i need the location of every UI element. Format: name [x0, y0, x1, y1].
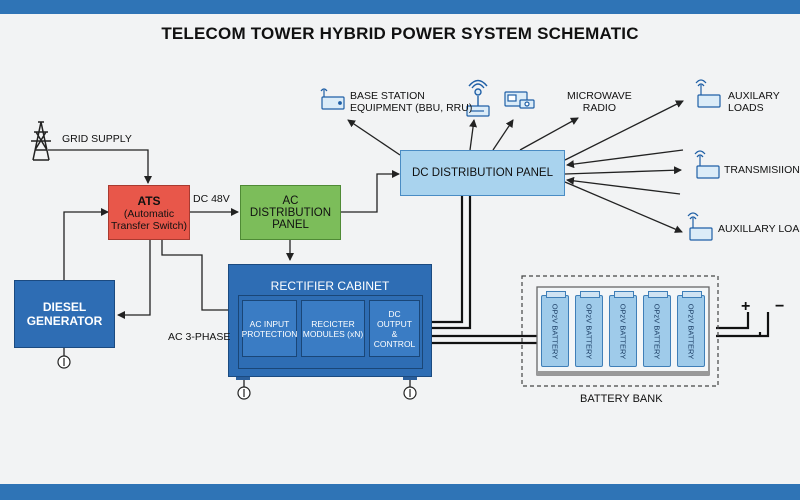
battery-cell-label: OPzV BATTERY — [550, 303, 560, 359]
battery-bank-label: BATTERY BANK — [580, 393, 663, 405]
diesel-generator: DIESEL GENERATOR — [14, 280, 115, 348]
negative-terminal-label: − — [775, 298, 785, 315]
network-equipment-icon — [320, 79, 721, 241]
wire-diesel-to-ats — [63, 208, 109, 280]
battery-terminal-negative — [716, 312, 770, 338]
wire-dc-to-aux2 — [564, 181, 683, 233]
positive-terminal-label: + — [741, 298, 751, 315]
wire-grid-to-ats — [48, 149, 152, 184]
wire-dc-arrow-2 — [566, 176, 681, 195]
module-dc-output-label: DC OUTPUT & CONTROL — [373, 308, 416, 349]
battery-cell: OPzV BATTERY — [575, 295, 603, 367]
battery-bank-frame — [521, 275, 719, 387]
ac-distribution-panel: AC DISTRIBUTION PANEL — [240, 185, 341, 240]
wire-dc-to-base-station — [347, 119, 401, 156]
base-station-label: BASE STATION EQUIPMENT (BBU, RRU) — [350, 90, 473, 115]
module-rectifier-modules: RECICTER MODULES (xN) — [301, 300, 365, 357]
ats-block: ATS (Automatic Transfer Switch) — [108, 185, 190, 240]
microwave-label: MICROWAVE RADIO — [567, 90, 632, 115]
rectifier-label: RECTIFIER CABINET — [270, 279, 390, 293]
battery-cell-cap — [580, 291, 600, 298]
wire-dc-to-transmission — [564, 166, 682, 175]
wire-ac-panel-to-dc-panel — [341, 170, 400, 213]
dc-bus-vertical-1 — [432, 196, 464, 324]
wire-dc-to-router — [492, 119, 514, 151]
rectifier-cabinet: RECTIFIER CABINET AC INPUT PROTECTION RE… — [228, 264, 432, 377]
rectifier-inner-panel — [238, 295, 423, 369]
diesel-label: DIESEL GENERATOR — [26, 300, 103, 328]
battery-cell: OPzV BATTERY — [541, 295, 569, 367]
battery-terminal-positive — [716, 312, 750, 330]
dc-48v-label: DC 48V — [193, 193, 230, 205]
wire-ats-to-diesel — [117, 240, 151, 319]
module-ac-input-protection: AC INPUT PROTECTION — [242, 300, 297, 357]
wire-dc-to-antenna — [469, 119, 478, 151]
wire-dc-to-microwave — [519, 117, 579, 151]
dc-bus-vertical-2 — [432, 196, 472, 330]
battery-cell-label: OPzV BATTERY — [652, 303, 662, 359]
transmission-tower-icon — [31, 121, 51, 161]
diagram-canvas — [0, 14, 800, 484]
diagram-title: TELECOM TOWER HYBRID POWER SYSTEM SCHEMA… — [161, 24, 639, 43]
battery-cell-cap — [614, 291, 634, 298]
wire-dc-to-aux1 — [564, 100, 684, 161]
ats-subtitle: (Automatic Transfer Switch) — [110, 207, 188, 232]
dc-panel-label: DC DISTRIBUTION PANEL — [412, 167, 553, 179]
aux-loads-2-label: AUXILLARY LOADS — [718, 223, 800, 235]
ac-panel-label: AC DISTRIBUTION PANEL — [249, 194, 332, 231]
battery-cell-label: OPzV BATTERY — [618, 303, 628, 359]
grid-supply-label: GRID SUPPLY — [62, 133, 132, 145]
battery-cells: OPzV BATTERY OPzV BATTERY OPzV BATTERY O… — [541, 291, 705, 371]
wire-dc-arrow-1 — [566, 149, 684, 169]
module-rectifier-label: RECICTER MODULES (xN) — [302, 318, 364, 339]
module-dc-output-control: DC OUTPUT & CONTROL — [369, 300, 420, 357]
battery-cell: OPzV BATTERY — [677, 295, 705, 367]
ats-title: ATS — [137, 193, 161, 208]
dc-distribution-panel: DC DISTRIBUTION PANEL — [400, 150, 565, 196]
aux-loads-1-label: AUXILARY LOADS — [728, 90, 780, 115]
battery-cell-label: OPzV BATTERY — [686, 303, 696, 359]
ground-icon — [57, 355, 417, 400]
top-band — [0, 0, 800, 14]
wire-ats-to-rectifier — [161, 240, 239, 314]
battery-cell-cap — [648, 291, 668, 298]
battery-rack-base — [537, 371, 709, 375]
battery-cell-cap — [546, 291, 566, 298]
bottom-band — [0, 484, 800, 500]
ac-3phase-label: AC 3-PHASE — [168, 331, 231, 343]
battery-cell: OPzV BATTERY — [609, 295, 637, 367]
rectifier-feet — [236, 375, 417, 380]
battery-cell: OPzV BATTERY — [643, 295, 671, 367]
battery-cell-label: OPzV BATTERY — [584, 303, 594, 359]
antenna-icon — [468, 79, 488, 106]
transmission-label: TRANSMISIION — [724, 164, 800, 176]
battery-cell-cap — [682, 291, 702, 298]
module-ac-input-label: AC INPUT PROTECTION — [241, 318, 298, 339]
